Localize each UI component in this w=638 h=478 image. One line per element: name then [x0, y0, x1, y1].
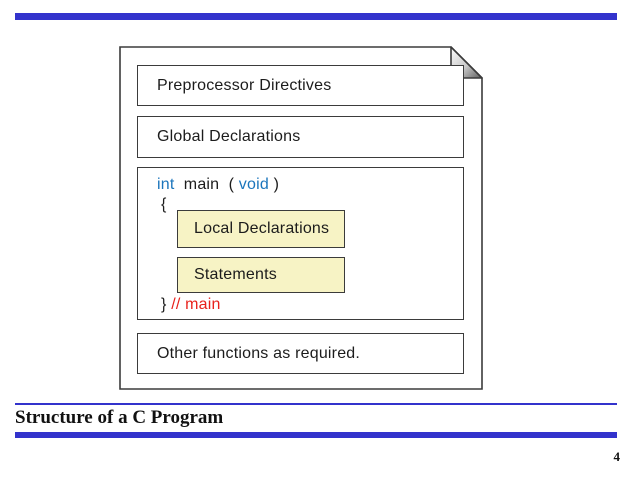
preprocessor-directives-box: Preprocessor Directives	[137, 65, 464, 106]
global-declarations-box: Global Declarations	[137, 116, 464, 158]
slide-title: Structure of a C Program	[15, 407, 224, 428]
other-functions-label: Other functions as required.	[157, 344, 361, 362]
main-function-box: int main ( void ) { Local Declarations S…	[137, 167, 464, 320]
statements-label: Statements	[194, 266, 277, 283]
footer-thin-rule	[15, 403, 617, 405]
top-accent-bar	[15, 13, 617, 20]
main-identifier: main	[183, 176, 220, 193]
main-comment: // main	[171, 296, 221, 313]
open-paren: (	[228, 176, 235, 193]
preprocessor-directives-label: Preprocessor Directives	[157, 76, 332, 94]
local-declarations-label: Local Declarations	[194, 220, 330, 237]
local-declarations-box: Local Declarations	[177, 210, 345, 248]
close-brace: }	[161, 296, 167, 313]
statements-box: Statements	[177, 257, 345, 293]
global-declarations-label: Global Declarations	[157, 128, 301, 145]
footer-thick-rule	[15, 432, 617, 438]
main-signature-line: int main ( void )	[157, 176, 279, 194]
other-functions-box: Other functions as required.	[137, 333, 464, 374]
page-number: 4	[613, 449, 621, 464]
open-brace: {	[161, 196, 167, 213]
c-program-document-shape: Preprocessor Directives Global Declarati…	[119, 46, 483, 390]
main-close-line: } // main	[161, 296, 221, 314]
int-keyword: int	[157, 176, 175, 193]
void-keyword: void	[238, 176, 269, 193]
close-paren: )	[273, 176, 280, 193]
